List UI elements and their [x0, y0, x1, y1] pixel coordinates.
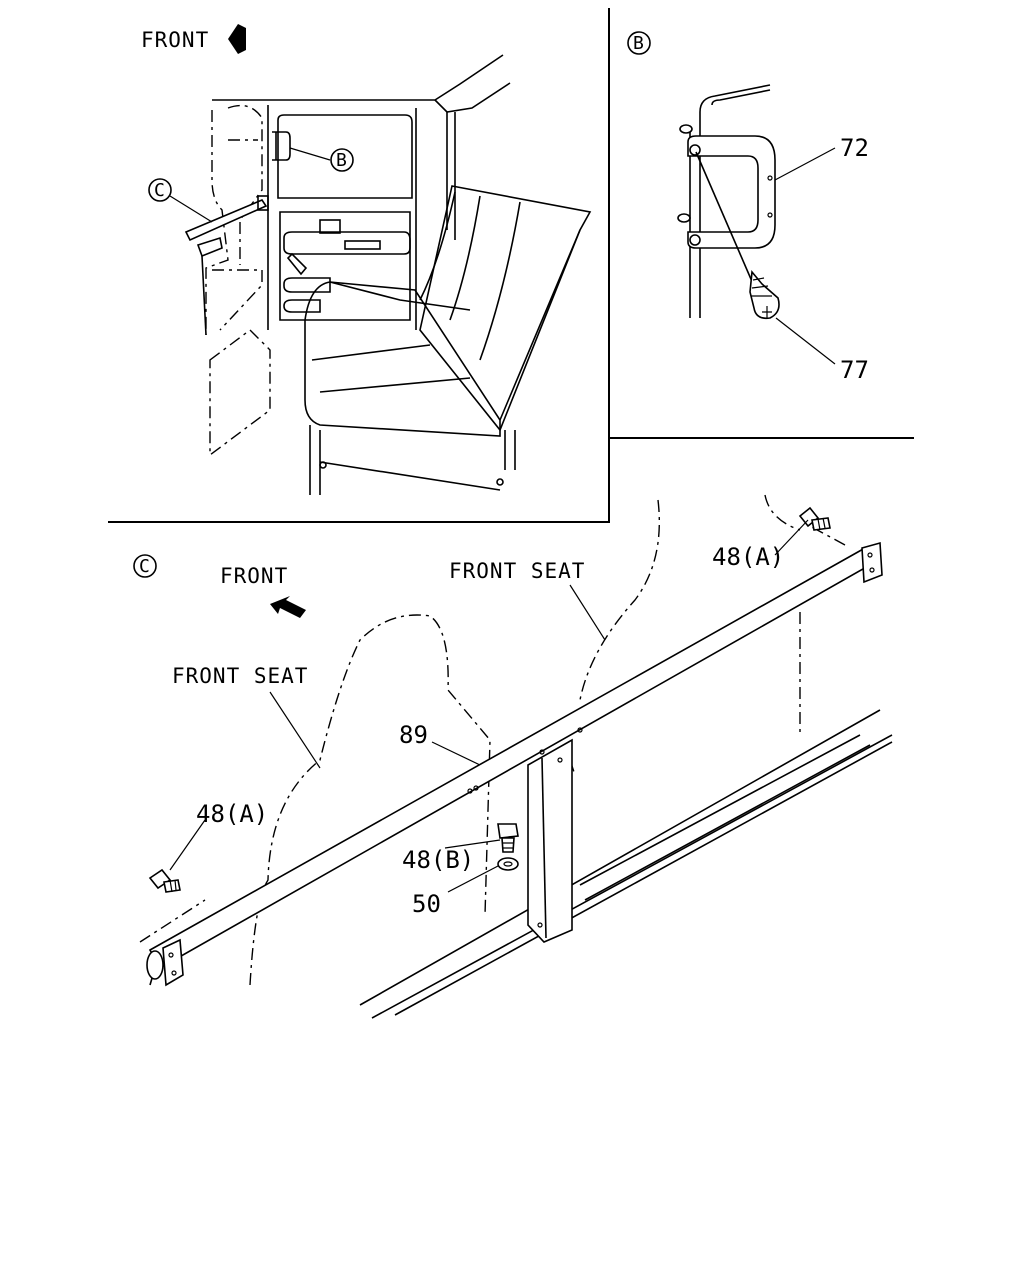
panel-c-marker-text: C: [139, 556, 150, 577]
part-label-89: 89: [399, 721, 428, 749]
front-label-c: FRONT: [220, 564, 288, 588]
callout-b-text: B: [336, 150, 347, 171]
panel-a-cab-view: FRONT B C: [141, 24, 592, 495]
panel-b-handle-detail: B 72 77: [627, 31, 869, 384]
bolt-icon: [798, 506, 831, 531]
washer-icon: [497, 857, 519, 871]
part-label-48a-top: 48(A): [712, 543, 784, 571]
callout-c-text: C: [154, 180, 165, 201]
part-label-48b: 48(B): [402, 846, 474, 874]
part-label-50: 50: [412, 890, 441, 918]
part-label-48a-left: 48(A): [196, 800, 268, 828]
panel-c-rail-detail: C FRONT FRONT SEAT FRONT SEAT: [133, 494, 893, 1019]
bolt-icon: [148, 868, 181, 893]
front-arrow-icon: [228, 24, 246, 54]
panel-c-marker: [133, 554, 157, 578]
part-label-72: 72: [840, 134, 869, 162]
panel-b-marker: [627, 31, 651, 55]
front-label-a: FRONT: [141, 28, 209, 52]
part-label-77: 77: [840, 356, 869, 384]
callout-c-circle: [148, 178, 172, 202]
front-seat-label-right: FRONT SEAT: [449, 559, 585, 583]
callout-b-circle: [330, 148, 354, 172]
bolt-icon: [497, 823, 519, 853]
panel-frames: [108, 8, 914, 523]
front-arrow-icon: [270, 596, 306, 618]
panel-b-marker-text: B: [633, 33, 644, 54]
front-seat-label-left: FRONT SEAT: [172, 664, 308, 688]
screw-icon: [749, 270, 780, 320]
